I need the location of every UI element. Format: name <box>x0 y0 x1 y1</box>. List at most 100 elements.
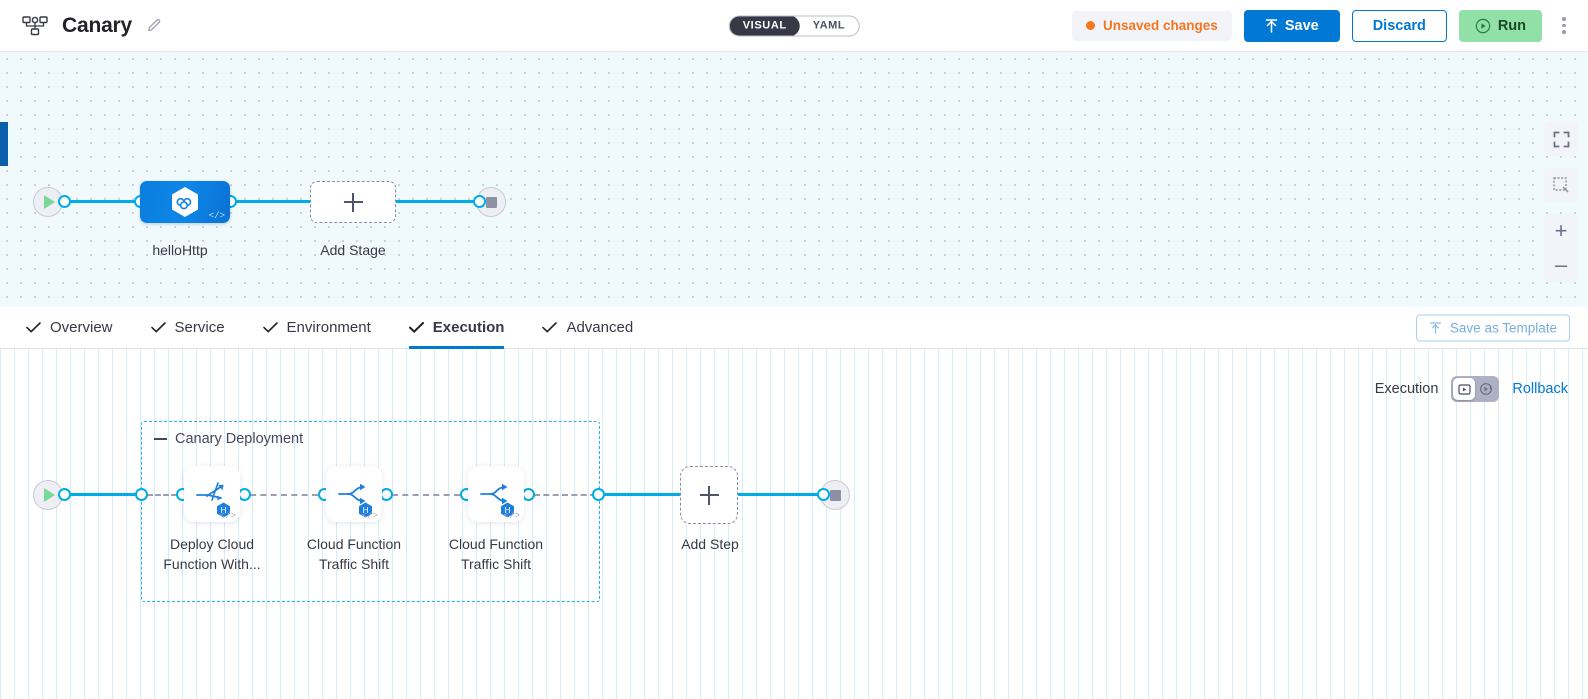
step-3-label-line2: Traffic Shift <box>460 556 532 573</box>
discard-button-label: Discard <box>1372 17 1426 34</box>
execution-end-port[interactable] <box>817 488 830 501</box>
svg-text:H: H <box>221 506 227 515</box>
step-1-label: Deploy Cloud Function With... <box>132 534 292 575</box>
traffic-shift-branch-icon <box>338 483 366 505</box>
stop-square-icon <box>829 489 841 501</box>
step-2-label-line2: Traffic Shift <box>318 556 390 573</box>
check-icon <box>26 322 41 333</box>
check-icon <box>408 322 424 333</box>
play-triangle-icon <box>44 195 55 209</box>
stage-node-hellohttp[interactable]: </> <box>140 181 230 223</box>
play-circle-icon <box>1475 18 1491 33</box>
fit-screen-button[interactable] <box>1544 122 1578 156</box>
view-mode-toggle[interactable]: VISUAL YAML <box>728 15 860 36</box>
connector-step-2-to-3 <box>392 494 460 496</box>
tab-visual-view[interactable]: VISUAL <box>729 16 800 35</box>
add-stage-button[interactable] <box>310 181 396 223</box>
step-1-label-line2: Function With... <box>163 556 261 573</box>
connector-start-to-stage <box>64 200 144 203</box>
step-2-label-line1: Cloud Function <box>306 536 402 552</box>
execution-mode-bar: Execution Rollback <box>1375 376 1568 402</box>
connector-step-1-to-2 <box>250 494 318 496</box>
zoom-out-icon[interactable]: – <box>1554 252 1568 277</box>
page-title: Canary <box>62 13 133 37</box>
unsaved-changes-label: Unsaved changes <box>1103 18 1218 33</box>
pipeline-tabs: Overview Service Environment Execution A… <box>0 307 1588 349</box>
stage-flow-row: </> helloHttp Add Stage <box>0 52 1588 307</box>
zoom-in-icon[interactable]: + <box>1554 218 1568 243</box>
connector-group-to-add-step <box>600 493 680 496</box>
fit-screen-icon <box>1553 131 1569 147</box>
app-header: Canary VISUAL YAML Unsaved changes Save <box>0 0 1588 52</box>
svg-text:H: H <box>505 506 511 515</box>
play-triangle-icon <box>44 488 55 502</box>
run-button[interactable]: Run <box>1458 9 1542 42</box>
selection-box-button[interactable] <box>1544 168 1578 202</box>
unsaved-changes-badge: Unsaved changes <box>1072 10 1232 41</box>
add-step-button[interactable] <box>680 466 738 524</box>
start-node-port[interactable] <box>58 195 71 208</box>
group-entry-port[interactable] <box>135 488 148 501</box>
harness-hexagon-badge: H <box>359 502 372 518</box>
discard-button[interactable]: Discard <box>1351 9 1447 42</box>
add-step-label: Add Step <box>681 536 739 552</box>
step-1-label-line1: Deploy Cloud <box>169 536 255 552</box>
execution-start-port[interactable] <box>58 488 71 501</box>
stage-canvas[interactable]: </> helloHttp Add Stage <box>0 52 1588 307</box>
harness-hexagon-badge: H <box>217 502 230 518</box>
plus-icon <box>343 192 363 212</box>
step-node-traffic-shift-1[interactable]: H </> <box>326 466 382 522</box>
execution-flow-toggle-option[interactable] <box>1453 378 1476 400</box>
group-exit-port[interactable] <box>592 488 605 501</box>
collapse-dash-icon[interactable] <box>154 438 167 440</box>
step-group-header[interactable]: Canary Deployment <box>154 431 303 447</box>
tab-advanced[interactable]: Advanced <box>542 307 633 349</box>
tab-yaml-view[interactable]: YAML <box>812 19 846 31</box>
selection-box-icon <box>1553 177 1569 193</box>
deploy-cloud-function-icon <box>196 482 224 501</box>
tab-environment[interactable]: Environment <box>262 307 371 349</box>
tab-execution-label: Execution <box>432 319 505 336</box>
execution-flow-icon <box>1458 383 1471 395</box>
execution-rollback-toggle[interactable] <box>1451 376 1500 402</box>
rollback-link[interactable]: Rollback <box>1512 381 1568 397</box>
template-upload-icon <box>1429 321 1442 334</box>
canvas-controls: + – <box>1544 122 1578 282</box>
end-node-port[interactable] <box>473 195 486 208</box>
stop-square-icon <box>485 196 497 208</box>
pencil-icon[interactable] <box>146 17 163 34</box>
tab-service[interactable]: Service <box>150 307 225 349</box>
add-stage-label: Add Stage <box>320 242 386 258</box>
rollback-arrow-icon <box>1480 383 1493 395</box>
tab-overview[interactable]: Overview <box>26 307 113 349</box>
step-code-marker: </> <box>503 511 520 521</box>
save-as-template-label: Save as Template <box>1449 320 1557 335</box>
kebab-menu-icon[interactable] <box>1554 12 1574 40</box>
connector-stage-to-add <box>230 200 310 203</box>
step-node-deploy-cloud-function[interactable]: H </> <box>184 466 240 522</box>
step-3-label-line1: Cloud Function <box>448 536 544 552</box>
run-button-label: Run <box>1497 17 1526 34</box>
save-as-template-button[interactable]: Save as Template <box>1415 314 1570 341</box>
step-group-title: Canary Deployment <box>175 431 304 447</box>
step-node-traffic-shift-2[interactable]: H </> <box>468 466 524 522</box>
check-icon <box>262 322 278 333</box>
pipeline-nodes-icon <box>22 15 48 35</box>
tab-service-label: Service <box>174 319 225 336</box>
traffic-shift-branch-icon <box>480 483 508 505</box>
tab-advanced-label: Advanced <box>566 319 634 336</box>
execution-canvas[interactable]: Execution Rollback <box>0 349 1588 699</box>
step-code-marker: </> <box>219 511 236 521</box>
step-code-marker: </> <box>361 511 378 521</box>
connector-start-to-group <box>64 493 144 496</box>
tab-execution[interactable]: Execution <box>408 307 505 349</box>
execution-mode-label: Execution <box>1374 381 1439 397</box>
zoom-controls[interactable]: + – <box>1544 214 1578 282</box>
rollback-flow-toggle-option[interactable] <box>1475 378 1497 400</box>
tab-overview-label: Overview <box>50 319 113 336</box>
check-icon <box>150 322 166 333</box>
save-button[interactable]: Save <box>1243 9 1340 42</box>
step-2-label: Cloud Function Traffic Shift <box>274 534 434 575</box>
step-group-canary-deployment[interactable]: Canary Deployment <box>141 421 600 602</box>
